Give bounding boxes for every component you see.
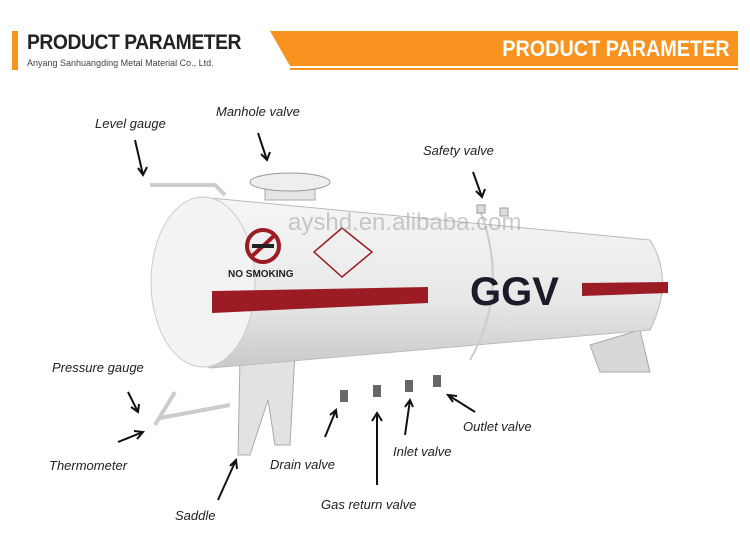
arrows [117, 132, 486, 501]
title-banner [270, 31, 738, 66]
red-stripe [212, 287, 428, 313]
red-stripe-right [582, 282, 668, 296]
no-smoking-text: NO SMOKING [228, 269, 294, 280]
banner-underline [290, 68, 738, 70]
saddle-right [589, 329, 651, 373]
label-manhole-valve: Manhole valve [216, 104, 300, 119]
level-gauge [150, 183, 227, 197]
label-gas-return-valve: Gas return valve [321, 497, 417, 512]
accent-bar [12, 31, 18, 70]
label-safety-valve: Safety valve [423, 143, 494, 158]
banner-title: PRODUCT PARAMETER [502, 36, 730, 61]
saddle-left [237, 351, 296, 456]
label-pressure-gauge: Pressure gauge [52, 360, 144, 375]
tank-end-cap [150, 196, 256, 368]
label-level-gauge: Level gauge [95, 116, 166, 131]
label-outlet-valve: Outlet valve [463, 419, 532, 434]
label-inlet-valve: Inlet valve [393, 444, 452, 459]
flammable-diamond-icon [312, 227, 374, 278]
pressure-gauge [153, 390, 231, 427]
bottom-valves [340, 375, 441, 402]
brand-logo: GGV [470, 270, 559, 314]
label-drain-valve: Drain valve [270, 457, 336, 472]
watermark: ayshd.en.alibaba.com [288, 209, 521, 236]
no-smoking-icon [245, 228, 281, 264]
company-name: Anyang Sanhuangding Metal Material Co., … [27, 58, 214, 68]
label-thermometer: Thermometer [49, 458, 128, 473]
label-saddle: Saddle [175, 508, 216, 523]
section-title: PRODUCT PARAMETER [27, 31, 242, 54]
